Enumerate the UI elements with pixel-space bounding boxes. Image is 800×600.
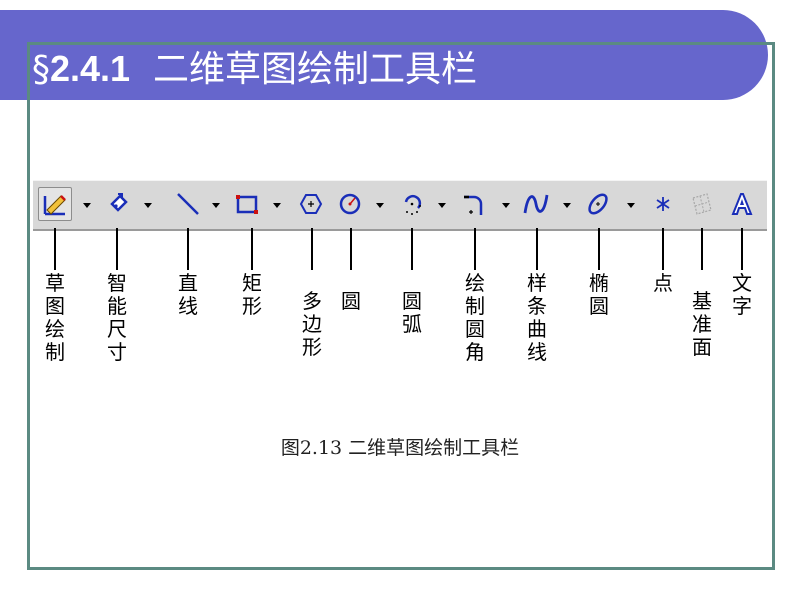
chevron-down-icon xyxy=(83,202,91,208)
polygon-icon xyxy=(299,194,323,214)
line-button[interactable] xyxy=(171,187,205,221)
leader-line xyxy=(474,228,476,270)
smart-dimension-icon xyxy=(110,193,128,212)
section-mark: § xyxy=(32,49,50,90)
title-bar: §2.4.1 二维草图绘制工具栏 xyxy=(0,10,768,100)
ellipse-dropdown-arrow[interactable] xyxy=(626,201,636,209)
leader-line xyxy=(536,228,538,270)
rectangle-icon xyxy=(236,195,258,214)
polygon-button[interactable] xyxy=(294,187,328,221)
circle-dropdown-arrow[interactable] xyxy=(375,201,385,209)
label-circle: 圆 xyxy=(341,289,361,313)
label-arc: 圆弧 xyxy=(402,289,422,336)
leader-line xyxy=(54,228,56,270)
label-rectangle: 矩形 xyxy=(242,271,262,318)
slide-title: §2.4.1 二维草图绘制工具栏 xyxy=(32,40,477,92)
leader-line xyxy=(662,228,664,270)
label-sketch: 草图绘制 xyxy=(45,271,65,364)
chevron-down-icon xyxy=(273,202,281,208)
sketch-button[interactable] xyxy=(38,187,72,221)
chevron-down-icon xyxy=(502,202,510,208)
circle-icon xyxy=(339,193,361,215)
point-icon xyxy=(656,197,670,211)
content-frame xyxy=(27,42,775,570)
circle-button[interactable] xyxy=(333,187,367,221)
spline-icon xyxy=(523,194,549,214)
fillet-icon xyxy=(464,195,483,215)
chevron-down-icon xyxy=(438,202,446,208)
smart-dimension-button[interactable] xyxy=(101,187,135,221)
leader-line xyxy=(598,228,600,270)
leader-line xyxy=(187,228,189,270)
fillet-dropdown-arrow[interactable] xyxy=(501,201,511,209)
reference-plane-icon xyxy=(692,193,712,215)
leader-line xyxy=(350,228,352,270)
ellipse-button[interactable] xyxy=(581,187,615,221)
title-text: 二维草图绘制工具栏 xyxy=(152,49,477,90)
label-point: 点 xyxy=(653,271,673,295)
sketch-toolbar xyxy=(33,180,767,231)
fillet-button[interactable] xyxy=(457,187,491,221)
ellipse-icon xyxy=(588,193,608,215)
rectangle-dropdown-arrow[interactable] xyxy=(272,201,282,209)
chevron-down-icon xyxy=(376,202,384,208)
text-button[interactable] xyxy=(725,187,759,221)
text-icon xyxy=(731,193,753,215)
point-button[interactable] xyxy=(646,187,680,221)
sketch-dropdown-arrow[interactable] xyxy=(82,201,92,209)
smart-dimension-dropdown-arrow[interactable] xyxy=(143,201,153,209)
chevron-down-icon xyxy=(563,202,571,208)
label-fillet: 绘制圆角 xyxy=(465,271,485,364)
spline-button[interactable] xyxy=(519,187,553,221)
figure-caption: 图2.13 二维草图绘制工具栏 xyxy=(280,437,520,459)
label-line: 直线 xyxy=(178,271,198,318)
line-icon xyxy=(177,193,199,215)
leader-line xyxy=(116,228,118,270)
spline-dropdown-arrow[interactable] xyxy=(562,201,572,209)
chevron-down-icon xyxy=(627,202,635,208)
leader-line xyxy=(251,228,253,270)
leader-line xyxy=(311,228,313,270)
arc-dropdown-arrow[interactable] xyxy=(437,201,447,209)
line-dropdown-arrow[interactable] xyxy=(211,201,221,209)
sketch-pencil-icon xyxy=(43,195,66,216)
leader-line xyxy=(741,228,743,270)
leader-line xyxy=(411,228,413,270)
label-reference-plane: 基准面 xyxy=(692,289,712,359)
label-spline: 样条曲线 xyxy=(527,271,547,364)
label-smart-dimension: 智能尺寸 xyxy=(107,271,127,364)
reference-plane-button[interactable] xyxy=(685,187,719,221)
arc-icon xyxy=(404,195,422,215)
rectangle-button[interactable] xyxy=(230,187,264,221)
label-text: 文字 xyxy=(732,271,752,318)
leader-line xyxy=(701,228,703,270)
label-ellipse: 椭圆 xyxy=(589,271,609,318)
section-number: 2.4.1 xyxy=(50,48,131,89)
label-polygon: 多边形 xyxy=(302,289,322,359)
chevron-down-icon xyxy=(144,202,152,208)
arc-button[interactable] xyxy=(395,187,429,221)
chevron-down-icon xyxy=(212,202,220,208)
